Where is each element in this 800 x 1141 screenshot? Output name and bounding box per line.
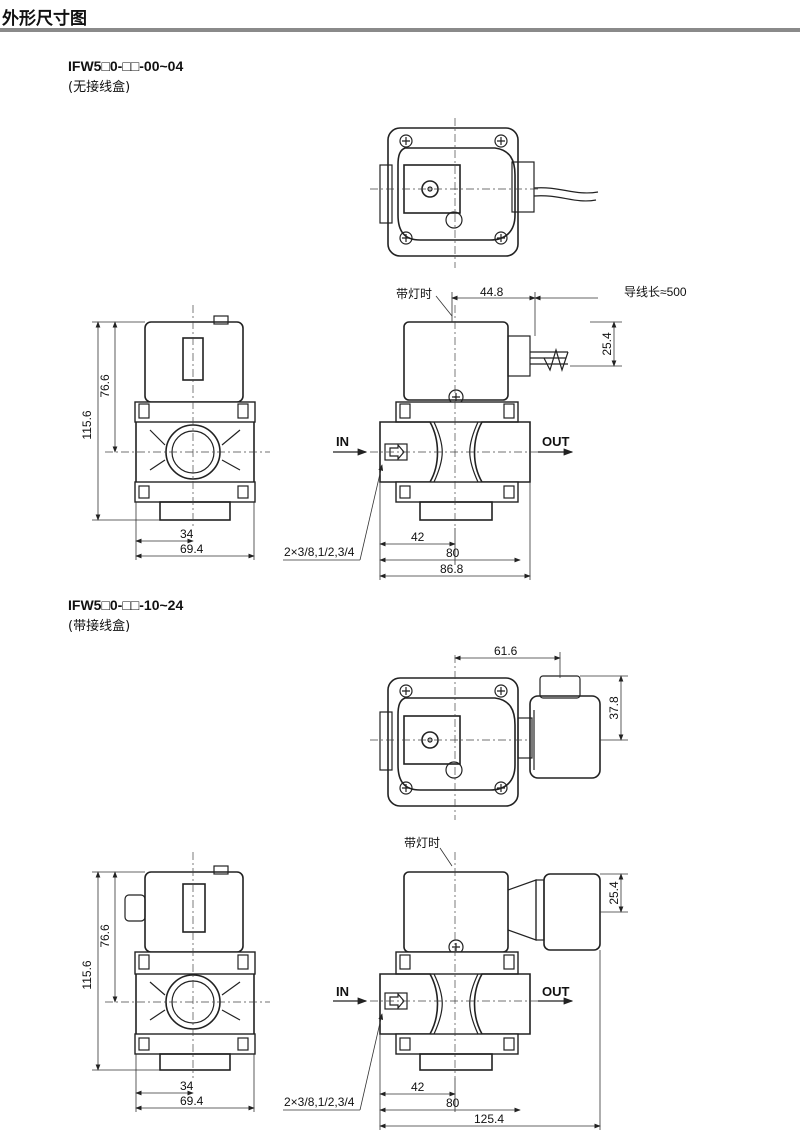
front-view-2 xyxy=(92,852,270,1112)
dim-34-s1: 34 xyxy=(180,527,194,541)
out-label-s2: OUT xyxy=(542,984,570,999)
dim-76-6-s2: 76.6 xyxy=(98,924,112,948)
dim-80-s1: 80 xyxy=(446,546,460,560)
top-view-1 xyxy=(370,118,599,268)
dim-61-6-s2: 61.6 xyxy=(494,644,518,658)
model-title-1: IFW5□0-□□-00~04 xyxy=(68,58,184,74)
dim-34-s2: 34 xyxy=(180,1079,194,1093)
dim-115-6-s2: 115.6 xyxy=(80,960,94,989)
model-note-1: (无接线盒) xyxy=(68,80,131,95)
dim-44-8-s1: 44.8 xyxy=(480,285,504,299)
dim-86-8-s1: 86.8 xyxy=(440,562,464,576)
in-label-s2: IN xyxy=(336,984,349,999)
side-view-2 xyxy=(283,847,628,1130)
dim-25-4-s2: 25.4 xyxy=(607,881,621,905)
dim-125-4-s2: 125.4 xyxy=(474,1112,504,1126)
dim-69-4-s1: 69.4 xyxy=(180,542,204,556)
dim-115-6-s1: 115.6 xyxy=(80,410,94,439)
dim-76-6-s1: 76.6 xyxy=(98,374,112,398)
in-label-s1: IN xyxy=(336,434,349,449)
lamp-label-s1: 带灯时 xyxy=(396,287,432,301)
lamp-label-s2: 带灯时 xyxy=(404,836,440,850)
dim-80-s2: 80 xyxy=(446,1096,460,1110)
wire-length-s1: 导线长≈500 xyxy=(624,285,687,299)
dim-37-8-s2: 37.8 xyxy=(607,696,621,720)
front-view-1 xyxy=(92,305,270,560)
section-header: 外形尺寸图 xyxy=(0,0,800,36)
top-view-2 xyxy=(370,652,628,820)
dim-69-4-s2: 69.4 xyxy=(180,1094,204,1108)
out-label-s1: OUT xyxy=(542,434,570,449)
ports-label-s2: 2×3/8,1/2,3/4 xyxy=(284,1095,355,1109)
model-title-2: IFW5□0-□□-10~24 xyxy=(68,597,184,613)
dim-42-s2: 42 xyxy=(411,1080,425,1094)
dim-42-s1: 42 xyxy=(411,530,425,544)
model-note-2: (带接线盒) xyxy=(68,619,131,634)
header-rule xyxy=(0,28,800,32)
side-view-1 xyxy=(283,292,622,580)
dim-25-4-s1: 25.4 xyxy=(600,332,614,356)
ports-label-s1: 2×3/8,1/2,3/4 xyxy=(284,545,355,559)
header-title: 外形尺寸图 xyxy=(2,9,87,28)
